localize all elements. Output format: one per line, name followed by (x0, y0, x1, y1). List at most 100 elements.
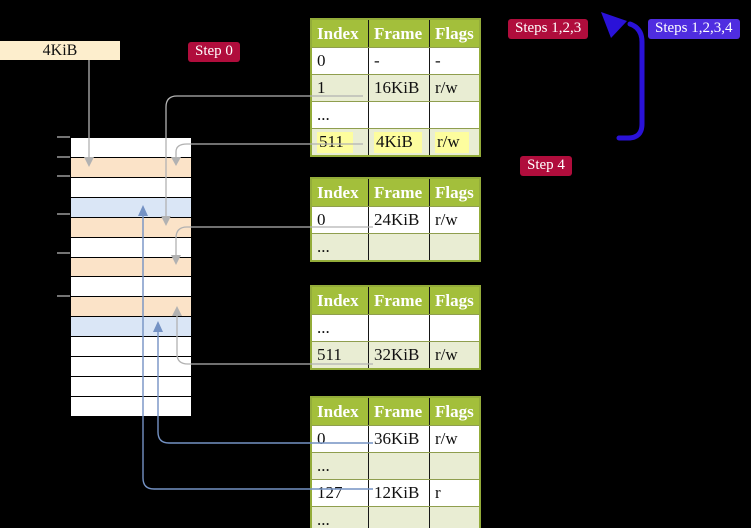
cell-value: 1 (317, 78, 326, 97)
memory-frame-row-peach (71, 157, 191, 178)
table-row: 0 36KiB r/w (312, 425, 479, 452)
table-row: ... (312, 233, 479, 260)
table-row: 511 32KiB r/w (312, 341, 479, 368)
table-row: ... (312, 101, 479, 128)
table-row: ... (312, 506, 479, 528)
cell-value: ... (317, 510, 330, 528)
cell-value: 127 (317, 483, 343, 502)
highlighted-value: 511 (317, 131, 353, 153)
memory-frame-row-white (71, 357, 191, 378)
table-row: 127 12KiB r (312, 479, 479, 506)
column-header: Index (312, 179, 368, 206)
table-cell (429, 453, 479, 479)
table-cell: 12KiB (368, 480, 429, 506)
table-row: 1 16KiB r/w (312, 74, 479, 101)
table-cell: 1 (312, 75, 368, 101)
cell-value: 0 (317, 210, 326, 229)
cell-value: r/w (435, 78, 458, 97)
column-header: Index (312, 20, 368, 47)
recursive-loop-arrow (616, 21, 645, 141)
table-cell: 0 (312, 48, 368, 74)
cell-value: ... (317, 105, 330, 124)
table-cell: r/w (429, 129, 479, 155)
table-cell: ... (312, 453, 368, 479)
table-row: ... (312, 314, 479, 341)
memory-frame-row-blue (71, 197, 191, 218)
cell-value: 0 (317, 429, 326, 448)
table-row: 511 4KiB r/w (312, 128, 479, 155)
table-cell: ... (312, 234, 368, 260)
memory-address-ticks (57, 136, 70, 297)
table-cell: r/w (429, 75, 479, 101)
column-header: Frame (368, 20, 429, 47)
table-cell: r/w (429, 342, 479, 368)
table-cell (429, 234, 479, 260)
table-cell: 511 (312, 129, 368, 155)
column-header: Frame (368, 398, 429, 425)
memory-frame-row-white (71, 237, 191, 258)
column-header: Frame (368, 179, 429, 206)
table-cell (368, 453, 429, 479)
table-cell: ... (312, 315, 368, 341)
memory-frame-row-blue (71, 317, 191, 338)
table-cell: r (429, 480, 479, 506)
table-cell: 36KiB (368, 426, 429, 452)
table-cell (368, 234, 429, 260)
steps-1234-badge: Steps 1,2,3,4 (648, 19, 740, 39)
table-cell: ... (312, 102, 368, 128)
highlighted-value: r/w (435, 131, 469, 153)
steps-123-badge: Steps 1,2,3 (508, 19, 589, 39)
cell-value: 24KiB (374, 210, 420, 229)
cell-value: 36KiB (374, 429, 420, 448)
column-header: Index (312, 398, 368, 425)
table-cell (429, 315, 479, 341)
table-row: 0 -- (312, 47, 479, 74)
cell-value: ... (317, 237, 330, 256)
table-cell: 511 (312, 342, 368, 368)
memory-frame-row-peach (71, 257, 191, 278)
table-cell (429, 102, 479, 128)
memory-frame-row-white (71, 396, 191, 416)
highlighted-value: 4KiB (374, 131, 422, 153)
table-cell: - (429, 48, 479, 74)
cell-value: ... (317, 456, 330, 475)
column-header: Flags (429, 287, 479, 314)
table-cell: 4KiB (368, 129, 429, 155)
table-cell: ... (312, 507, 368, 528)
cell-value: 0 (317, 51, 326, 70)
frame-size-label: 4KiB (0, 41, 120, 60)
column-header: Flags (429, 20, 479, 47)
column-header: Flags (429, 179, 479, 206)
table-cell: 0 (312, 207, 368, 233)
step-4-badge: Step 4 (520, 156, 572, 176)
physical-memory-column (70, 137, 192, 417)
table-cell (368, 315, 429, 341)
memory-frame-row-white (71, 277, 191, 298)
arrowhead-up-left-icon (601, 12, 627, 38)
cell-value: r/w (435, 429, 458, 448)
table-cell: 24KiB (368, 207, 429, 233)
cell-value: - (435, 51, 441, 70)
memory-frame-row-white (71, 177, 191, 198)
cell-value: ... (317, 318, 330, 337)
table-cell: r/w (429, 207, 479, 233)
table-row: ... (312, 452, 479, 479)
table-cell: - (368, 48, 429, 74)
cell-value: 16KiB (374, 78, 420, 97)
memory-frame-row-peach (71, 297, 191, 318)
cell-value: 12KiB (374, 483, 420, 502)
table-cell: 32KiB (368, 342, 429, 368)
cell-value: r/w (435, 210, 458, 229)
cell-value: 32KiB (374, 345, 420, 364)
cell-value: r (435, 483, 441, 502)
table-cell: 16KiB (368, 75, 429, 101)
table-cell: r/w (429, 426, 479, 452)
table-cell (368, 102, 429, 128)
